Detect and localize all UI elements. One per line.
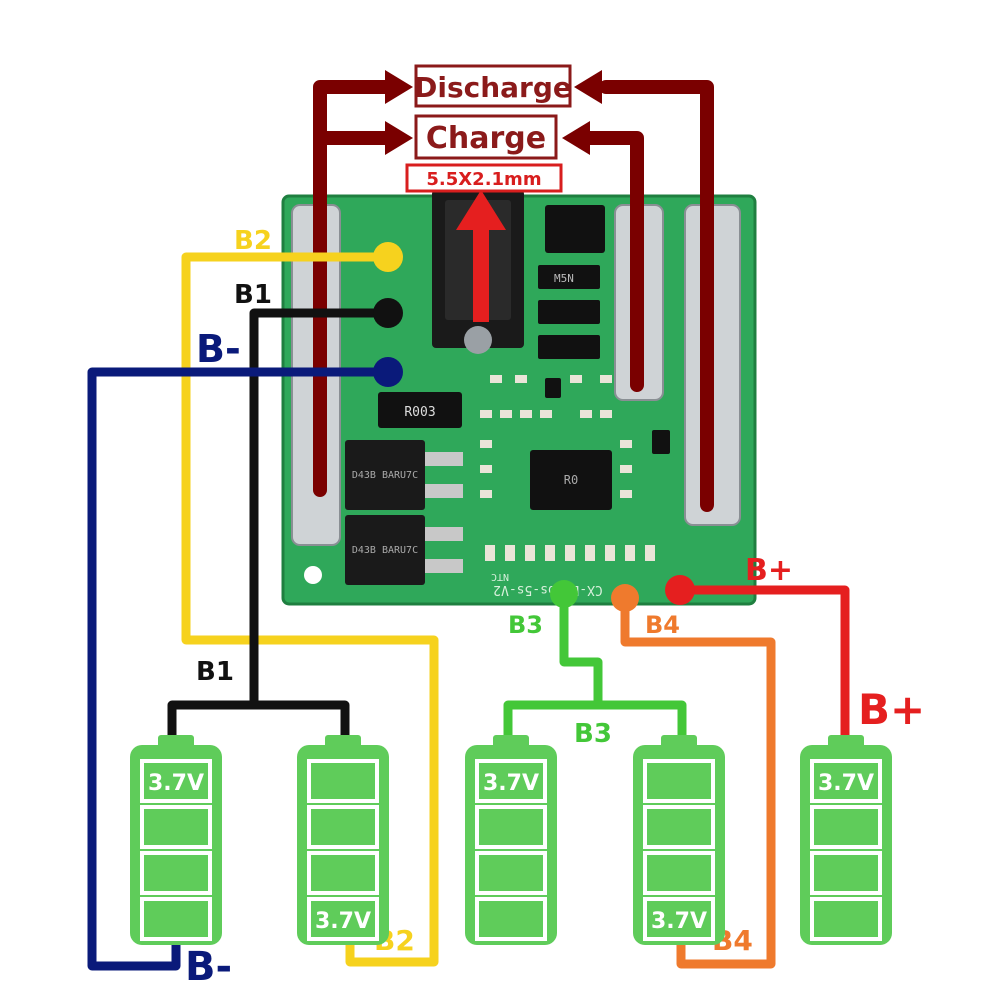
battery-segment <box>307 805 379 849</box>
label-b2-top: B2 <box>234 226 272 256</box>
mosfet-small-2 <box>538 300 600 324</box>
battery-segment <box>475 851 547 895</box>
pad-bminus <box>373 357 403 387</box>
ic-top <box>545 205 605 253</box>
mounting-hole <box>304 566 322 584</box>
wire-bplus <box>680 585 850 735</box>
smd-components <box>480 375 655 561</box>
battery-segment <box>140 851 212 895</box>
battery-cell: 3.7V <box>633 735 725 945</box>
battery-segment <box>140 897 212 941</box>
charge-arrow-left <box>385 121 413 155</box>
battery-segment <box>307 851 379 895</box>
small-transistor <box>652 430 670 454</box>
wire-b1 <box>249 308 388 702</box>
mosfet-1-text: D43B BARU7C <box>352 470 418 481</box>
charge-label: Charge <box>426 121 546 156</box>
charge-arrow-right <box>562 121 590 155</box>
label-bplus-board: B+ <box>745 553 793 588</box>
pad-b4 <box>611 584 639 612</box>
wire-b3 <box>559 594 603 702</box>
battery-segment <box>643 759 715 803</box>
resistor-label: R003 <box>404 405 435 420</box>
label-b4-board: B4 <box>645 611 680 639</box>
battery-voltage-label: 3.7V <box>651 909 707 934</box>
pad-b1 <box>373 298 403 328</box>
pad-b2 <box>373 242 403 272</box>
label-b3-bus: B3 <box>574 719 612 749</box>
battery-segment <box>475 897 547 941</box>
wire-b1-split <box>167 700 350 735</box>
mosfet-small-text: M5N <box>554 272 574 285</box>
chip-text: R0 <box>564 473 578 487</box>
discharge-wire-left <box>313 80 399 497</box>
discharge-label-box: Discharge <box>414 64 572 108</box>
battery-voltage-label: 3.7V <box>818 771 874 796</box>
label-b1-top: B1 <box>234 280 272 310</box>
jack-arrow <box>456 190 506 322</box>
wire-b3-split <box>503 700 687 735</box>
battery-row: 3.7V 3.7V 3.7V 3.7V 3.7V <box>130 735 892 945</box>
label-bminus-bottom: B- <box>185 944 232 990</box>
battery-segment <box>643 805 715 849</box>
battery-cell: 3.7V <box>800 735 892 945</box>
wire-b4 <box>620 598 776 969</box>
battery-segment <box>307 759 379 803</box>
mosfet-2-text: D43B BARU7C <box>352 545 418 556</box>
label-bminus-top: B- <box>196 327 241 371</box>
arrow-heads <box>385 70 602 155</box>
battery-segment <box>643 897 715 941</box>
battery-voltage-label: 3.7V <box>315 909 371 934</box>
battery-cell: 3.7V <box>297 735 389 945</box>
resistor-r003 <box>378 392 462 428</box>
battery-segment <box>140 759 212 803</box>
discharge-arrow-left <box>385 70 413 104</box>
battery-voltage-label: 3.7V <box>148 771 204 796</box>
discharge-label: Discharge <box>414 71 572 104</box>
battery-segment <box>810 805 882 849</box>
wire-b2 <box>181 252 439 967</box>
jack-size-label-box: 5.5X2.1mm <box>405 163 563 193</box>
discharge-arrow-right <box>574 70 602 104</box>
small-transistor <box>545 378 561 398</box>
label-b3-board: B3 <box>508 611 543 639</box>
battery-segment <box>810 897 882 941</box>
silkscreen-text: CX-BYDbs-5s-V2 <box>493 582 603 597</box>
discharge-wire-right <box>599 80 714 512</box>
battery-segment <box>810 759 882 803</box>
pad-bplus <box>665 575 695 605</box>
label-b1-bus: B1 <box>196 657 234 687</box>
ntc-text: NTC <box>491 571 509 582</box>
mosfet-small-3 <box>538 335 600 359</box>
controller-chip <box>530 450 612 510</box>
jack-size-label: 5.5X2.1mm <box>426 169 541 190</box>
battery-segment <box>475 805 547 849</box>
mosfet-1: D43B BARU7C <box>345 440 463 510</box>
battery-segment <box>475 759 547 803</box>
battery-segment <box>307 897 379 941</box>
label-bplus-right: B+ <box>858 685 925 734</box>
battery-segment <box>810 851 882 895</box>
mosfet-2: D43B BARU7C <box>345 515 463 585</box>
battery-cell: 3.7V <box>130 735 222 945</box>
charge-label-box: Charge <box>414 114 558 160</box>
pcb-board: M5N R003 D43B BARU7C D43B BARU7C R0 <box>281 190 757 606</box>
mosfet-small-1 <box>538 265 600 289</box>
battery-segment <box>643 851 715 895</box>
wire-bminus <box>87 367 388 971</box>
charge-wire-right <box>578 131 644 392</box>
battery-voltage-label: 3.7V <box>483 771 539 796</box>
battery-segment <box>140 805 212 849</box>
battery-cell: 3.7V <box>465 735 557 945</box>
pad-b3 <box>550 580 578 608</box>
discharge-charge-wires <box>313 80 714 512</box>
